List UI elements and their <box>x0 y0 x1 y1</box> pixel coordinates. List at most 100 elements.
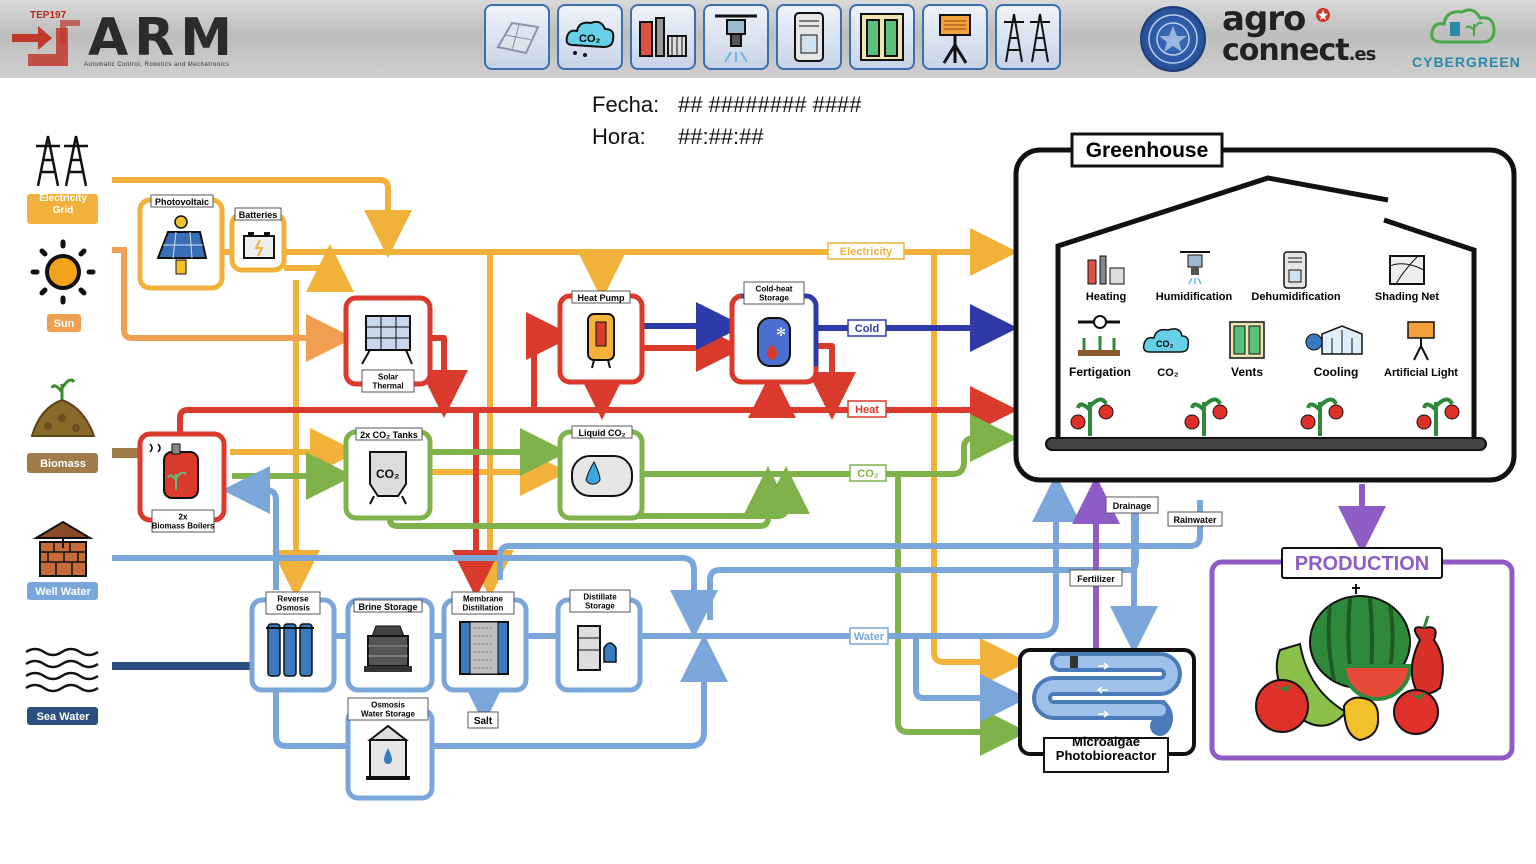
tomato-plant-icon <box>1184 397 1228 436</box>
fertilizer-label-group: Fertilizer <box>1069 569 1123 587</box>
tomato-plant-icon <box>1300 397 1344 436</box>
svg-text:CO₂: CO₂ <box>579 33 601 45</box>
svg-text:✻: ✻ <box>776 325 786 339</box>
heating-label: Heating <box>1086 291 1126 303</box>
salt-label-group: Salt <box>467 711 499 729</box>
toolbar-lighting-button[interactable] <box>922 4 988 70</box>
photobioreactor-component[interactable] <box>1018 648 1196 756</box>
vents-label: Vents <box>1231 365 1263 379</box>
production-title: PRODUCTION <box>1295 553 1429 575</box>
date-label: Fecha: <box>592 92 660 117</box>
power-tower-icon <box>36 135 88 187</box>
toolbar-vents-button[interactable] <box>849 4 915 70</box>
toolbar-grid-button[interactable] <box>995 4 1061 70</box>
liquid-tank-icon <box>571 455 633 497</box>
solar-thermal-component[interactable] <box>343 295 433 387</box>
cold-heat-storage-component[interactable]: ✻ <box>729 293 819 385</box>
shading-net-icon <box>1389 255 1425 285</box>
membrane-module-icon <box>459 621 509 675</box>
liquid-co2-label: Liquid CO₂ <box>579 428 626 438</box>
agroconnect-logo-line1: agro <box>1222 0 1306 39</box>
produce-illustration-icon <box>1255 584 1444 742</box>
membrane-distillation-component[interactable] <box>441 597 529 693</box>
biomass-boilers-component[interactable] <box>137 431 227 523</box>
co2-tanks-component[interactable]: CO₂ <box>343 429 433 521</box>
humidification-icon <box>1180 251 1210 285</box>
sun-icon <box>30 239 96 305</box>
dehumidification-label: Dehumidification <box>1251 291 1341 303</box>
fertigation-icon <box>1078 315 1120 356</box>
date-value: ## ######## #### <box>678 92 862 117</box>
co2-tanks-label-group: 2x CO₂ Tanks <box>355 427 423 441</box>
photobioreactor-tubes-icon <box>1032 652 1182 736</box>
arm-logo-group: TEP197 <box>30 10 67 21</box>
co2-flow-label: CO₂ <box>857 468 879 480</box>
rainwater-label: Rainwater <box>1173 515 1217 525</box>
toolbar-solar-button[interactable] <box>484 4 550 70</box>
brine-storage-component[interactable] <box>345 597 435 693</box>
heat-pump-label-group: Heat Pump <box>571 290 631 304</box>
well-water-label: Well Water <box>35 586 91 598</box>
agroconnect-logo-suffix: .es <box>1348 44 1377 65</box>
liquid-co2-label-group: Liquid CO₂ <box>571 425 633 439</box>
toolbar-humidification-button[interactable] <box>703 4 769 70</box>
power-tower-icon <box>1004 13 1050 63</box>
water-flow-label: Water <box>854 631 885 643</box>
photovoltaic-label: Photovoltaic <box>155 197 209 207</box>
heat-pump-component[interactable] <box>557 293 645 385</box>
cold-flow-label-group: Cold <box>847 319 887 337</box>
distillate-storage-component[interactable] <box>555 597 643 693</box>
toolbar-co2-button[interactable]: CO₂ <box>557 4 623 70</box>
solar-panel-icon <box>156 215 208 275</box>
water-flow-label-group: Water <box>849 627 889 645</box>
photovoltaic-component[interactable] <box>137 197 225 291</box>
svg-text:CO₂: CO₂ <box>1156 339 1174 349</box>
header-bar: TEP197 ARM Automatic Control, Robotics a… <box>0 0 1536 78</box>
electricity-flow-label-group: Electricity <box>827 242 905 260</box>
brine-storage-label: Brine Storage <box>358 602 417 612</box>
boiler-icon <box>149 443 199 499</box>
humidification-label: Humidification <box>1156 291 1233 303</box>
biomass-pile-icon <box>30 378 96 437</box>
storage-tank-icon: ✻ <box>757 317 791 367</box>
shading-net-label: Shading Net <box>1375 291 1440 303</box>
heating-equipment-icon <box>639 17 687 57</box>
greenhouse-panel: CO₂ <box>1013 132 1517 483</box>
arm-logo-name: ARM <box>88 8 239 68</box>
dehumidification-icon <box>1283 251 1307 289</box>
datetime-panel: Fecha:## ######## #### Hora:##:##:## <box>592 92 862 156</box>
sea-water-label: Sea Water <box>37 711 91 723</box>
toolbar-dehumidification-button[interactable] <box>776 4 842 70</box>
liquid-co2-component[interactable] <box>557 429 645 521</box>
cooling-label: Cooling <box>1314 365 1359 379</box>
fertigation-label: Fertigation <box>1069 365 1131 379</box>
toolbar-heating-button[interactable] <box>630 4 696 70</box>
co2-flow-label-group: CO₂ <box>849 464 887 482</box>
osmosis-filter-icon <box>266 623 314 677</box>
batteries-component[interactable] <box>229 211 287 273</box>
sun-heat-line <box>112 247 354 362</box>
solar-panel-icon <box>496 21 540 55</box>
window-vents-icon <box>860 13 904 61</box>
brine-tank-icon <box>364 625 412 672</box>
battery-icon <box>243 232 275 259</box>
sun-label: Sun <box>54 318 75 330</box>
water-tank-icon <box>366 724 410 780</box>
osmosis-water-storage-component[interactable] <box>345 707 435 801</box>
biomass-label: Biomass <box>40 458 86 470</box>
tomato-plant-icon <box>1416 397 1460 436</box>
water-lines <box>112 466 1203 749</box>
